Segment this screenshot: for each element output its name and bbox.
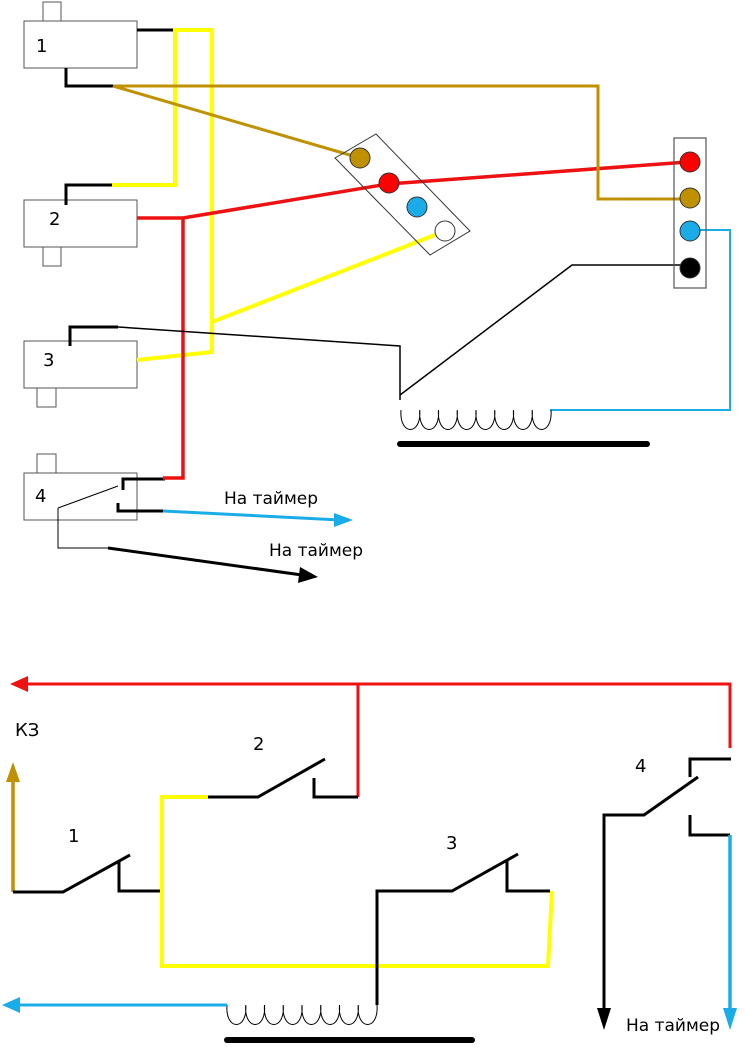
timer-label-black: На таймер [269,541,363,561]
terminal-brown [349,147,371,169]
microswitch-3: 3 [23,340,138,408]
vertical-connector-block [673,137,707,289]
schematic-switch-1-contact [117,862,162,893]
switch-1-body [23,20,138,69]
schematic-switch-3-contact [505,861,550,893]
brown-wire-to-vertical-connector [113,84,688,201]
blue-wire-to-timer [162,509,341,522]
arrow-head-blue-down [723,1008,737,1030]
schematic-switch-4-label: 4 [635,756,646,777]
diagonal-connector-housing [334,133,471,256]
arrow-head-blue-left [2,997,20,1013]
yellow-wire-to-connector [211,231,441,324]
schematic-switch-1-lever [13,853,131,894]
coil-top [400,409,552,430]
schematic-switch-3-label: 3 [446,833,457,854]
vertical-connector-housing [673,137,707,289]
switch-2-label: 2 [49,209,60,230]
schematic-switch-4-nc-contact [688,757,731,777]
schematic-switch-3-lever [375,852,519,1005]
yellow-line-loop [160,795,554,968]
kz-label: КЗ [15,720,39,741]
coil-windings [400,409,552,430]
terminal-red [378,172,400,194]
terminal-blue [679,220,701,242]
timer-label-bottom: На таймер [626,1016,720,1036]
switch-3-label: 3 [43,350,54,371]
blue-wire-coil-to-connector [550,229,731,411]
terminal-black [679,257,701,279]
microswitch-1: 1 [23,1,138,69]
switch-4-label: 4 [35,486,46,507]
switch-4-button [36,453,57,474]
arrow-head-black-timer [298,567,318,583]
arrow-head-blue-timer [334,513,353,527]
switch-3-body [23,340,138,389]
red-wire-to-switch-4 [163,218,185,480]
schematic-switch-4-no-contact [688,815,730,837]
switch-3-button [36,387,57,408]
microswitch-4: 4 [23,453,165,521]
switch-2-button [42,246,62,267]
arrow-head-black-down [597,1008,611,1030]
brown-wire-to-diagonal-connector [112,84,361,160]
schematic-switch-2-lever [208,757,326,799]
arrow-head-red [10,676,28,692]
black-thin-wire-switch-4 [57,508,108,549]
schematic-switch-1-label: 1 [68,826,79,847]
switch-3-top-stub [68,325,118,346]
switch-1-bottom-stub [64,68,113,88]
terminal-blue [406,196,428,218]
terminal-red [679,151,701,173]
coil-windings [226,1004,378,1025]
diagonal-connector-block [334,133,471,256]
switch-4-no-contact [116,503,163,513]
switch-2-body [23,199,138,248]
top-wiring-diagram: 1 2 3 4 [23,1,731,583]
terminal-white [434,220,456,242]
microswitch-2: 2 [23,199,138,267]
schematic-switch-4-lever [602,775,699,1010]
black-wire-coil-to-connector [399,264,688,396]
black-wire-to-timer [107,546,303,577]
schematic-switch-2-contact [312,778,358,799]
coil-bottom [226,1004,378,1025]
timer-label-blue: На таймер [224,489,318,509]
arrow-head-kz [6,762,20,782]
yellow-wire-main [112,28,214,362]
switch-4-nc-contact [121,477,165,490]
schematic-switch-2-label: 2 [253,734,264,755]
switch-1-button [42,1,62,22]
red-wire-main [137,160,689,220]
switch-2-top-stub [64,183,112,205]
bottom-schematic-diagram: КЗ 1 2 3 4 На таймер [2,676,737,1043]
switch-1-label: 1 [36,36,47,57]
black-wire-switch-3-to-coil [117,326,401,400]
terminal-brown [679,187,701,209]
red-line-main [22,682,732,748]
switch-4-lever [57,485,119,509]
